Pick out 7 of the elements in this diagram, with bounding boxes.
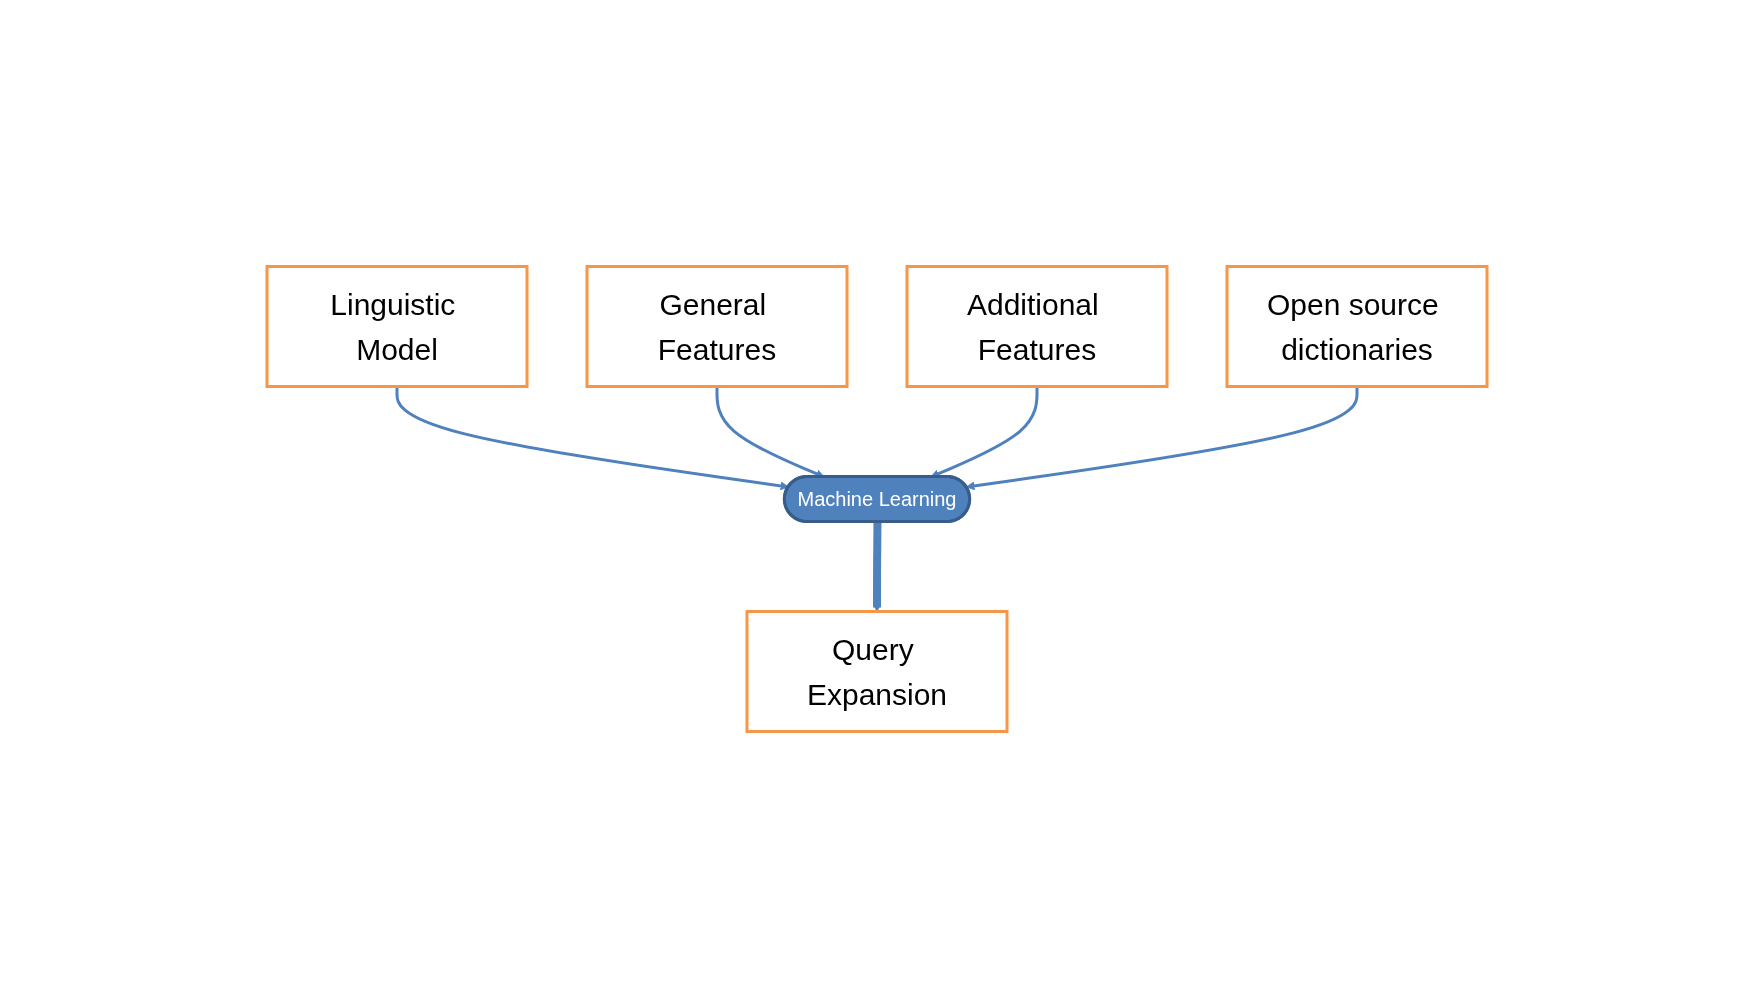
node-box: Query Expansion [745, 609, 1009, 733]
arrow [872, 521, 882, 612]
node-box: Linguistic Model [265, 264, 529, 388]
node-box: Open source dictionaries [1225, 264, 1489, 388]
arrow [965, 386, 1359, 490]
node-box: Additional Features [905, 264, 1169, 388]
node-box: General Features [585, 264, 849, 388]
